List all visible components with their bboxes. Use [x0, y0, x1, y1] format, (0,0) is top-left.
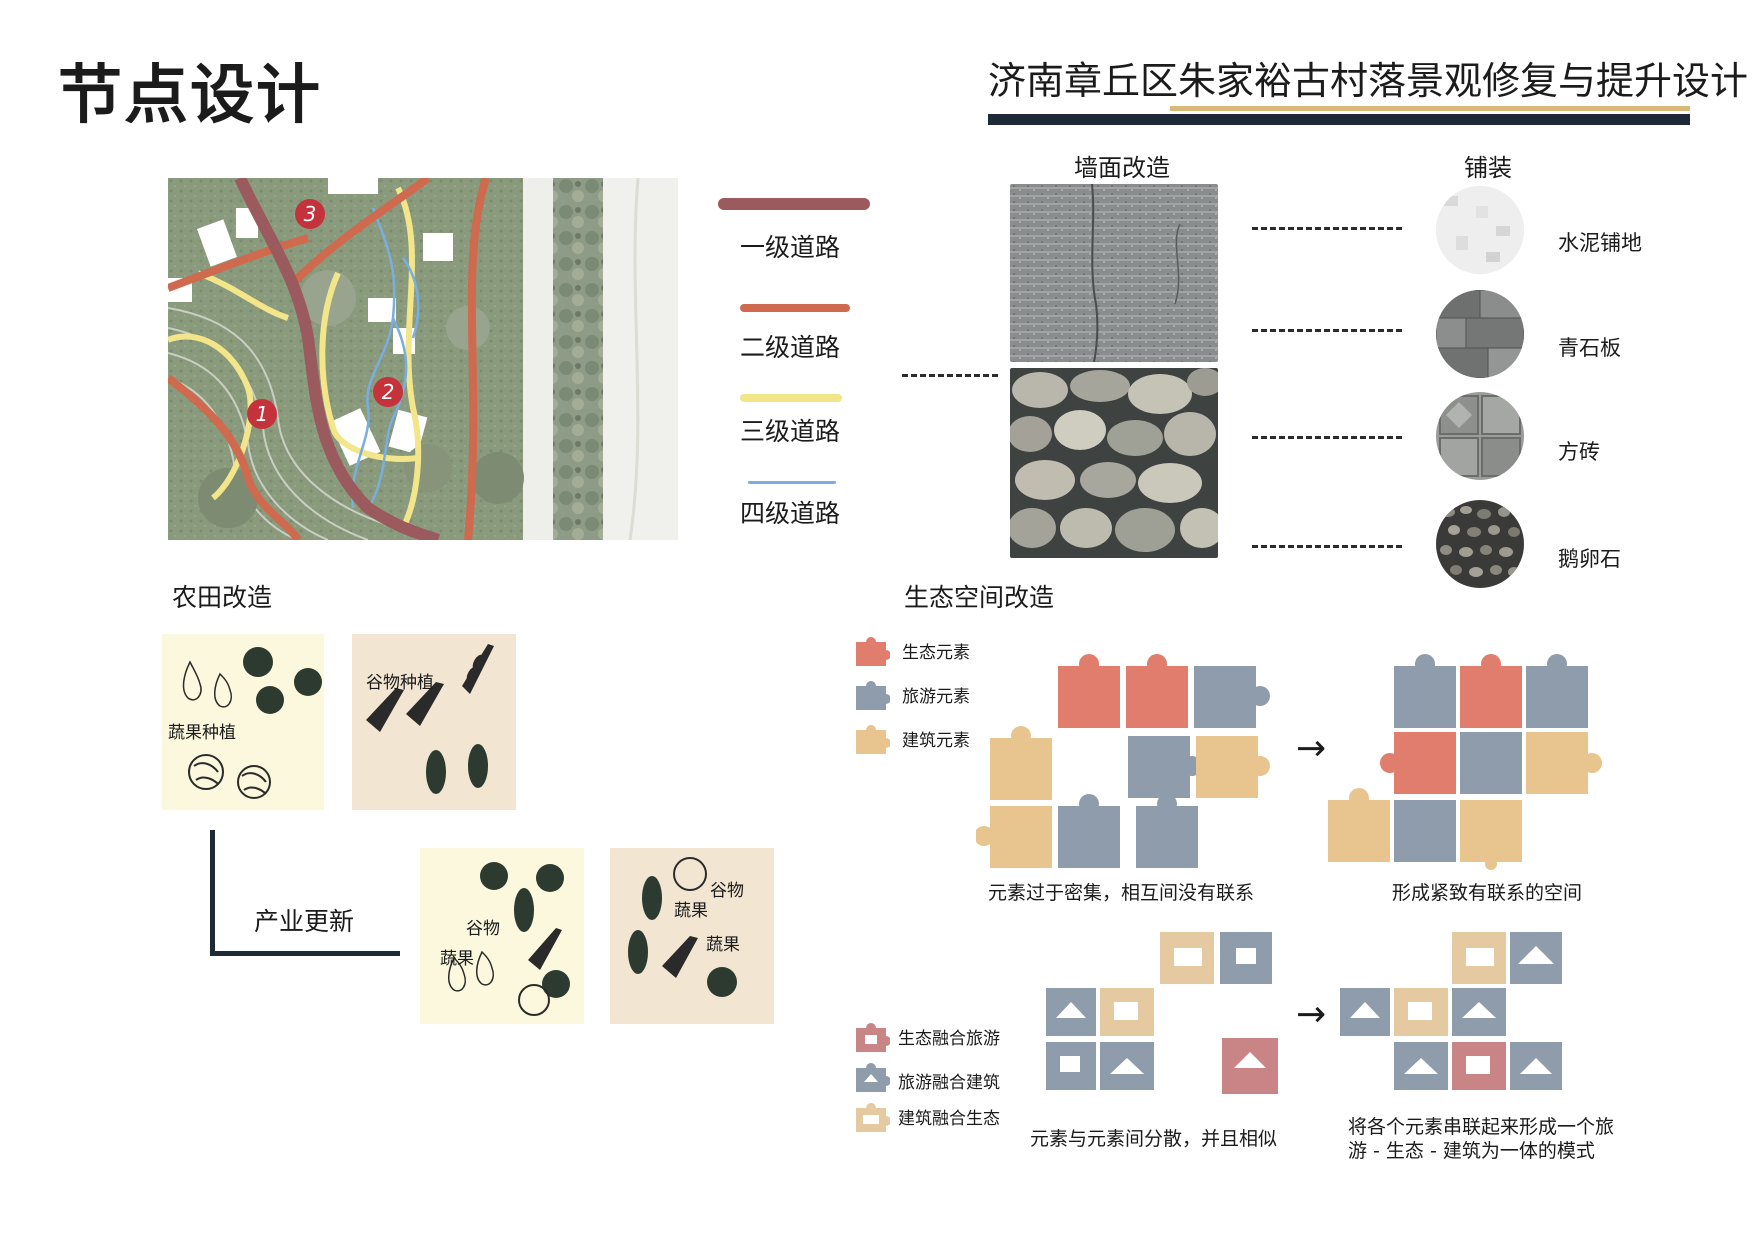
eco-legend-building-label: 建筑元素	[902, 731, 970, 751]
puzzle-diagram-connected	[1310, 648, 1610, 870]
connector-dash-paving3	[1252, 436, 1402, 439]
farmland-mixed1-label-grain: 谷物	[466, 919, 500, 939]
cabbage-icon	[188, 754, 271, 799]
map-marker-2	[373, 377, 403, 407]
eco-legend-1: 生态元素 旅游元素 建筑元素	[852, 634, 1002, 754]
paving-swatch-square-brick	[1436, 392, 1524, 480]
map-marker-3	[295, 199, 325, 229]
farmland-box-fruit-veg: 蔬果种植	[162, 634, 324, 810]
farmland-mixed2-label-grain: 谷物	[710, 881, 744, 901]
eco-legend-tourism-label: 旅游元素	[902, 687, 970, 707]
apple-icon	[480, 862, 508, 890]
farmland-label-fruit-veg: 蔬果种植	[168, 723, 236, 743]
industry-update-label: 产业更新	[254, 907, 355, 936]
wall-texture-concrete	[1010, 184, 1218, 362]
puzzle-eco-icon	[856, 637, 890, 666]
farmland-box-mixed2: 谷物 蔬果 蔬果	[610, 848, 774, 1024]
wheat-icon	[662, 936, 698, 978]
caption-connected: 形成紧致有联系的空间	[1392, 882, 1583, 904]
paving-swatch-cement	[1436, 186, 1524, 274]
wall-renovation-title: 墙面改造	[1074, 154, 1170, 182]
page-title: 节点设计	[58, 59, 322, 133]
puzzle-building-icon	[856, 725, 890, 754]
puzzle-eco-tourism-icon	[856, 1023, 890, 1052]
eco-legend-building-eco-label: 建筑融合生态	[898, 1109, 1000, 1129]
puzzle-tourism-icon	[856, 681, 890, 710]
cabbage-icon	[518, 984, 550, 1016]
corn-icon	[426, 744, 488, 794]
caption-integrated-line2: 游 - 生态 - 建筑为一体的模式	[1348, 1140, 1595, 1162]
puzzle-diagram-scattered	[1040, 918, 1300, 1108]
industry-connector-horizontal	[210, 951, 400, 956]
legend-label-level2: 二级道路	[740, 333, 841, 362]
legend-label-level4: 四级道路	[740, 499, 841, 528]
paving-label-square-brick: 方砖	[1558, 440, 1600, 464]
header-bar-dark	[988, 114, 1690, 125]
industry-connector-vertical	[210, 830, 215, 956]
farmland-box-grain: 谷物种植	[352, 634, 516, 810]
eco-legend-eco-tourism-label: 生态融合旅游	[898, 1029, 1000, 1049]
legend-line-level4	[748, 481, 836, 484]
legend-line-level1	[718, 198, 870, 210]
arrow-right-2: →	[1296, 994, 1327, 1035]
connector-dash-wall	[902, 374, 998, 377]
project-subtitle: 济南章丘区朱家裕古村落景观修复与提升设计	[988, 59, 1749, 103]
apple-icon	[243, 647, 322, 714]
paving-label-bluestone: 青石板	[1558, 336, 1621, 360]
map-marker-1	[247, 399, 277, 429]
wheat-icon	[366, 644, 494, 732]
svg-text:1: 1	[256, 402, 269, 426]
puzzle-diagram-integrated	[1340, 918, 1600, 1108]
farmland-title: 农田改造	[172, 583, 273, 612]
eco-legend-eco-label: 生态元素	[902, 643, 970, 663]
cabbage-icon	[673, 857, 707, 891]
eco-legend-tourism-building-label: 旅游融合建筑	[898, 1073, 1000, 1093]
header-bar-gold	[1170, 106, 1690, 111]
wheat-icon	[528, 928, 562, 970]
farmland-box-mixed1: 谷物 蔬果	[420, 848, 584, 1024]
corn-icon	[514, 888, 534, 932]
legend-label-level1: 一级道路	[740, 233, 841, 262]
paving-label-pebbles: 鹅卵石	[1558, 547, 1621, 571]
farmland-label-grain: 谷物种植	[366, 673, 434, 693]
eco-legend-2: 生态融合旅游 旅游融合建筑 建筑融合生态	[852, 1020, 1022, 1140]
caption-scattered: 元素与元素间分散，并且相似	[1030, 1128, 1278, 1150]
legend-line-level2	[740, 304, 850, 312]
site-plan-map: 3 2 1	[165, 174, 678, 546]
caption-integrated-line1: 将各个元素串联起来形成一个旅	[1348, 1116, 1615, 1138]
connector-dash-paving4	[1252, 545, 1402, 548]
puzzle-diagram-dense	[974, 648, 1276, 870]
paving-title: 铺装	[1464, 154, 1512, 182]
pear-icon	[448, 950, 494, 992]
road-legend: 一级道路 二级道路 三级道路 四级道路	[718, 198, 878, 528]
farmland-mixed2-label-fruit2: 蔬果	[706, 935, 740, 955]
wall-texture-stones	[1010, 368, 1218, 558]
caption-dense: 元素过于密集，相互间没有联系	[988, 882, 1255, 904]
apple-icon	[707, 967, 737, 997]
eco-space-title: 生态空间改造	[904, 583, 1055, 612]
connector-dash-paving2	[1252, 329, 1402, 332]
connector-dash-paving1	[1252, 227, 1402, 230]
pear-icon	[182, 660, 232, 708]
legend-label-level3: 三级道路	[740, 417, 841, 446]
paving-swatch-bluestone	[1436, 290, 1524, 378]
svg-text:2: 2	[382, 380, 395, 404]
site-plan-svg: 3 2 1	[165, 174, 678, 546]
paving-label-cement: 水泥铺地	[1558, 231, 1642, 255]
farmland-mixed2-label-fruit1: 蔬果	[674, 901, 708, 921]
svg-text:3: 3	[304, 202, 317, 226]
farmland-mixed1-label-fruit: 蔬果	[440, 949, 474, 969]
legend-line-level3	[740, 394, 842, 402]
puzzle-tourism-building-icon	[856, 1063, 890, 1092]
puzzle-building-eco-icon	[856, 1103, 890, 1132]
arrow-right-1: →	[1296, 728, 1327, 769]
corn-icon	[642, 876, 662, 920]
paving-swatch-pebbles	[1436, 500, 1524, 588]
